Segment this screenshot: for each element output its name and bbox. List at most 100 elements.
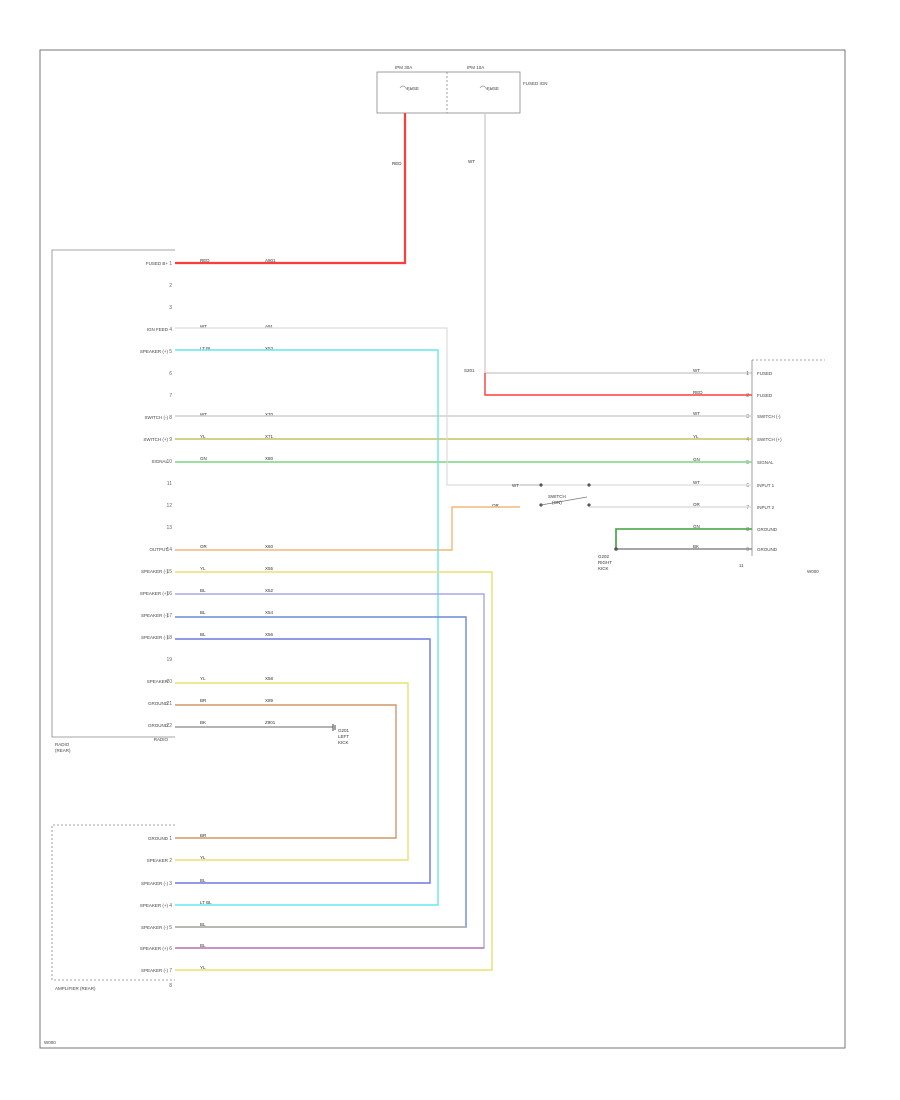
- right-pin-number: 7: [746, 505, 749, 511]
- right-pin-label: SIGNAL: [757, 460, 774, 465]
- left-pin-number: 13: [166, 525, 172, 531]
- bottom-wire-color: LT BL: [200, 900, 212, 905]
- left-pin-number: 16: [166, 591, 172, 597]
- left-pin-number: 21: [166, 701, 172, 707]
- left-pin-number: 8: [169, 415, 172, 421]
- right-pin-number: 2: [746, 393, 749, 399]
- right-wire-color: BK: [693, 544, 699, 549]
- bottom-pin-label: SPEAKER (-): [141, 925, 169, 930]
- bottom-module: AMPLIFIER (REAR): [51, 824, 175, 991]
- left-wire-circuit: X70: [265, 412, 274, 417]
- bottom-pin-number: 6: [169, 946, 172, 952]
- left-wire-circuit: X52: [265, 588, 274, 593]
- red-wire-label: RED: [392, 161, 402, 166]
- left-wire-circuit: X89: [265, 698, 274, 703]
- left-ground-note-3: KICK: [338, 740, 349, 745]
- left-wire-circuit: X58: [265, 676, 274, 681]
- right-wire-color: YL: [693, 434, 699, 439]
- left-wire-circuit: A91: [265, 324, 274, 329]
- right-pin-label: GROUND: [757, 547, 778, 552]
- diagram-frame: [39, 49, 846, 1049]
- left-pin-label: GROUND: [148, 723, 169, 728]
- bottom-wire-color: BR: [200, 833, 207, 838]
- bottom-pin-number: 2: [169, 858, 172, 864]
- left-pin-number: 15: [166, 569, 172, 575]
- left-wire-color: OR: [200, 544, 208, 549]
- right-wire-color: GN: [693, 457, 700, 462]
- right-pin-number: 6: [746, 483, 749, 489]
- left-pin-label: OUTPUT: [150, 547, 169, 552]
- fuse-right-note: FUSED IGN: [523, 81, 548, 86]
- bottom-pin-label: SPEAKER (-): [141, 968, 169, 973]
- bottom-pin-number: 7: [169, 968, 172, 974]
- right-pin-label: GROUND: [757, 527, 778, 532]
- left-pin-number: 4: [169, 327, 172, 333]
- bottom-wire-color: YL: [200, 855, 206, 860]
- left-wire-color: GN: [200, 456, 207, 461]
- left-pin-label: SPEAKER (-): [141, 635, 169, 640]
- left-pin-label: SPEAKER (+): [140, 591, 169, 596]
- left-pin-number: 19: [166, 657, 172, 663]
- left-pin-number: 5: [169, 349, 172, 355]
- left-pin-number: 2: [169, 283, 172, 289]
- right-pin-label: INPUT 1: [757, 483, 775, 488]
- wire-lt-blue: [175, 349, 439, 906]
- left-pin-label: SPEAKER (+): [140, 349, 169, 354]
- right-wire-color: RED: [693, 390, 703, 395]
- bottom-module-caption: AMPLIFIER (REAR): [55, 986, 96, 991]
- left-wire-circuit: A901: [265, 258, 276, 263]
- left-wire-circuit: X80: [265, 456, 274, 461]
- wire-ign-feed: [175, 327, 752, 486]
- left-wire-circuit: X71: [265, 434, 274, 439]
- left-wire-color: BK: [200, 720, 206, 725]
- left-wire-color: BL: [200, 610, 206, 615]
- right-module-footer-pin: 11: [739, 563, 744, 568]
- right-wire-color: WT: [693, 411, 700, 416]
- left-pin-label: IGN FEED: [147, 327, 169, 332]
- right-wire-color: WT: [693, 368, 700, 373]
- fuse-box-right-title: IPM 10A: [467, 65, 484, 70]
- left-pin-label: SIGNAL: [151, 459, 168, 464]
- right-wire-color: GN: [693, 524, 700, 529]
- splice-wire-label: WT: [512, 483, 519, 488]
- left-module-caption-2: (REAR): [55, 748, 71, 753]
- wire-blue-3: [175, 638, 431, 884]
- switch-element: WT OR SWITCH (ON): [492, 483, 591, 508]
- right-ground-note-1: G202: [598, 554, 610, 559]
- wire-brown: [175, 704, 397, 839]
- left-pin-label: SWITCH (+): [143, 437, 168, 442]
- right-module: [751, 359, 825, 556]
- fuse-left-icon: [399, 85, 413, 91]
- left-wire-color: WT: [200, 412, 207, 417]
- right-wire-color: WT: [693, 480, 700, 485]
- left-pin-label: GROUND: [148, 701, 169, 706]
- left-pin-label: SPEAKER (-): [141, 613, 169, 618]
- left-pin-number: 10: [166, 459, 172, 465]
- left-pin-number: 17: [166, 613, 172, 619]
- wire-right-ground-green: [615, 528, 752, 549]
- bottom-pin-number: 4: [169, 903, 172, 909]
- left-ground-note-1: G201: [338, 728, 350, 733]
- right-module-footer-code: W000: [807, 569, 819, 574]
- left-pin-number: 9: [169, 437, 172, 443]
- left-wire-circuit: Z901: [265, 720, 276, 725]
- left-wire-color: BL: [200, 632, 206, 637]
- left-wire-color: BR: [200, 698, 207, 703]
- left-wire-color: YL: [200, 566, 206, 571]
- left-wire-circuit: X60: [265, 544, 274, 549]
- right-pin-number: 4: [746, 437, 749, 443]
- fuse-right-icon: [479, 85, 493, 91]
- left-pin-number: 11: [167, 481, 172, 487]
- bottom-pin-number: 3: [169, 881, 172, 887]
- left-pin-label: SPEAKER: [147, 679, 169, 684]
- left-wire-color: WT: [200, 324, 207, 329]
- left-ground-note-2: LEFT: [338, 734, 349, 739]
- left-pin-number: 22: [166, 723, 172, 729]
- ground-symbol-left: [332, 724, 336, 731]
- left-wire-color: YL: [200, 434, 206, 439]
- left-module-name: RADIO: [154, 737, 169, 742]
